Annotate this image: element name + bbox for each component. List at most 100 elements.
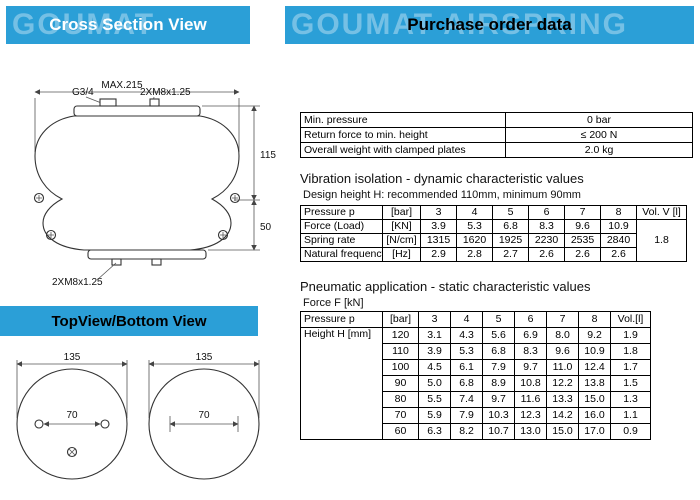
dyn-header-cell: [bar]	[382, 205, 421, 220]
stat-height: 80	[382, 391, 419, 408]
stat-header-cell: 6	[514, 311, 547, 328]
dyn-header-cell: 6	[528, 205, 565, 220]
stat-value: 13.0	[514, 423, 547, 440]
stat-value: 5.0	[418, 375, 451, 392]
top-bolts-label: 2XM8x1.25	[140, 87, 191, 98]
stat-header-cell: [bar]	[382, 311, 419, 328]
stat-volume: 1.3	[610, 391, 651, 408]
top-view-right-circle: 135 70	[148, 352, 260, 480]
stat-header-cell: Pressure p	[300, 311, 383, 328]
stat-value: 10.7	[482, 423, 515, 440]
stat-height: 90	[382, 375, 419, 392]
stat-header-cell: 8	[578, 311, 611, 328]
stat-volume: 1.8	[610, 343, 651, 360]
dyn-value: 2.6	[528, 247, 565, 262]
dyn-row-unit: [KN]	[382, 219, 421, 234]
dyn-value: 2840	[600, 233, 637, 248]
stat-value: 10.9	[578, 343, 611, 360]
dyn-header-cell: Vol. V [l]	[636, 205, 687, 220]
dyn-value: 6.8	[492, 219, 529, 234]
max-width-label: MAX.215	[101, 80, 143, 91]
dyn-value: 2.6	[564, 247, 601, 262]
dynamic-section-subtitle: Design height H: recommended 110mm, mini…	[303, 189, 581, 201]
port-thread-label: G3/4	[72, 87, 94, 98]
stat-value: 9.2	[578, 327, 611, 344]
dyn-header-cell: 5	[492, 205, 529, 220]
stat-value: 6.3	[418, 423, 451, 440]
stat-volume: 1.5	[610, 375, 651, 392]
stat-value: 10.8	[514, 375, 547, 392]
dyn-header-cell: 8	[600, 205, 637, 220]
dyn-value: 2.9	[420, 247, 457, 262]
purchase-label: Min. pressure	[300, 112, 506, 128]
dynamic-section-title: Vibration isolation - dynamic characteri…	[300, 171, 584, 186]
stat-value: 12.4	[578, 359, 611, 376]
dyn-row-label: Force (Load)	[300, 219, 383, 234]
purchase-order-title: Purchase order data	[407, 15, 572, 34]
bottom-bolts-label: 2XM8x1.25	[52, 277, 103, 288]
total-height-label: 115	[260, 150, 276, 161]
top-view-title: TopView/Bottom View	[51, 312, 207, 330]
left-diameter-label: 135	[64, 352, 81, 363]
left-bolt-spacing-label: 70	[66, 410, 78, 421]
bottom-bolt	[111, 258, 122, 266]
purchase-value: 0 bar	[505, 112, 693, 128]
dyn-value: 1315	[420, 233, 457, 248]
stat-header-cell: 7	[546, 311, 579, 328]
stat-value: 3.9	[418, 343, 451, 360]
watermark-text: GOUMAT	[12, 8, 156, 41]
cross-section-drawing: MAX.215 G3/4 2XM8x1.25	[33, 80, 276, 288]
stat-value: 6.8	[450, 375, 483, 392]
stat-height: 110	[382, 343, 419, 360]
dyn-header-cell: 3	[420, 205, 457, 220]
stat-value: 9.6	[546, 343, 579, 360]
stat-value: 15.0	[546, 423, 579, 440]
stat-value: 8.0	[546, 327, 579, 344]
stat-header-cell: 4	[450, 311, 483, 328]
stat-value: 4.5	[418, 359, 451, 376]
dyn-row-label: Spring rate	[300, 233, 383, 248]
dyn-volume: 1.8	[636, 219, 687, 262]
dimension-max-width: MAX.215	[34, 80, 240, 152]
stat-value: 6.1	[450, 359, 483, 376]
stat-value: 3.1	[418, 327, 451, 344]
stat-header-cell: 3	[418, 311, 451, 328]
dyn-row-unit: [N/cm]	[382, 233, 421, 248]
top-bolts-annotation: 2XM8x1.25	[140, 87, 191, 104]
stat-volume: 0.9	[610, 423, 651, 440]
stat-volume: 1.9	[610, 327, 651, 344]
stat-value: 7.9	[450, 407, 483, 424]
bottom-bolt	[151, 258, 162, 266]
top-plate	[73, 105, 201, 117]
stat-value: 16.0	[578, 407, 611, 424]
stat-value: 12.2	[546, 375, 579, 392]
purchase-row: Return force to min. height≤ 200 N	[300, 127, 693, 143]
dyn-value: 10.9	[600, 219, 637, 234]
stat-value: 8.3	[514, 343, 547, 360]
dyn-value: 3.9	[420, 219, 457, 234]
dyn-value: 2.7	[492, 247, 529, 262]
static-section-title: Pneumatic application - static character…	[300, 279, 591, 294]
dyn-row-label: Natural frequency	[300, 247, 383, 262]
dyn-row-unit: [Hz]	[382, 247, 421, 262]
stat-value: 13.8	[578, 375, 611, 392]
stat-value: 11.0	[546, 359, 579, 376]
stat-volume: 1.1	[610, 407, 651, 424]
right-bolt-spacing-label: 70	[198, 410, 210, 421]
dyn-header-cell: 4	[456, 205, 493, 220]
bottom-bolts-annotation: 2XM8x1.25	[52, 262, 117, 288]
purchase-label: Overall weight with clamped plates	[300, 142, 506, 158]
dyn-header-cell: 7	[564, 205, 601, 220]
dyn-value: 1925	[492, 233, 529, 248]
purchase-order-header: GOUMAT AIRSPRING Purchase order data	[285, 6, 694, 44]
stat-height: 70	[382, 407, 419, 424]
